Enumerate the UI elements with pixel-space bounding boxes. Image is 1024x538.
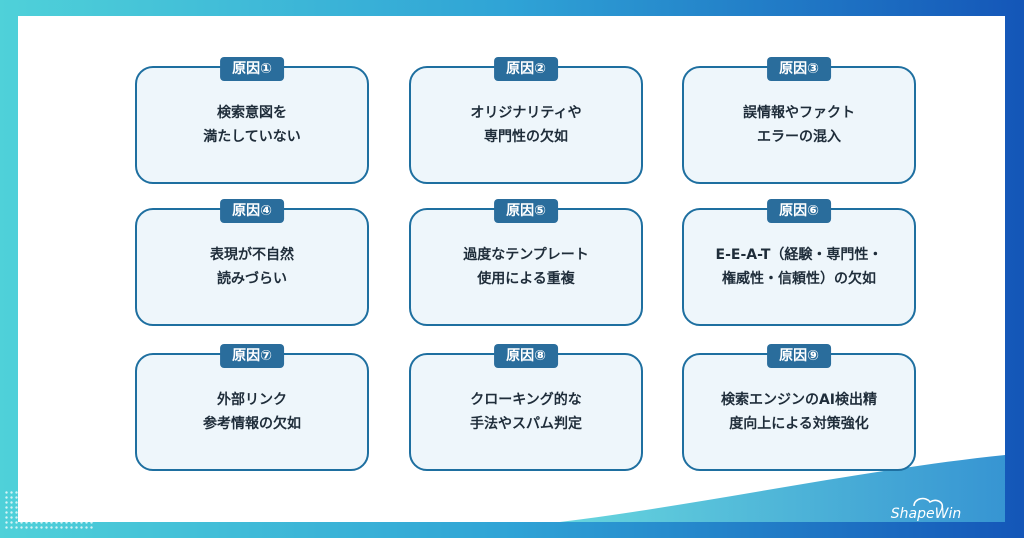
shapewin-logo: ShapeWin xyxy=(878,492,974,526)
cause-text-line: オリジナリティや xyxy=(470,105,582,121)
cause-text-line: 満たしていない xyxy=(203,129,301,145)
cause-text-line: 読みづらい xyxy=(217,271,287,287)
cause-tag: 原因⑧ xyxy=(494,344,558,368)
cause-text-line: 度向上による対策強化 xyxy=(729,416,869,432)
cause-tag: 原因③ xyxy=(767,57,831,81)
cause-card-9: 原因⑨ 検索エンジンのAI検出精 度向上による対策強化 xyxy=(682,344,916,471)
cause-text-line: 外部リンク xyxy=(217,392,287,408)
cause-card-5: 原因⑤ 過度なテンプレート 使用による重複 xyxy=(409,199,643,326)
cause-text-line: 検索意図を xyxy=(217,105,287,121)
cause-tag: 原因⑤ xyxy=(494,199,558,223)
cause-card-4: 原因④ 表現が不自然 読みづらい xyxy=(135,199,369,326)
cause-text-line: 参考情報の欠如 xyxy=(203,416,301,432)
cause-text-line: 検索エンジンのAI検出精 xyxy=(720,392,878,408)
cause-text-line: 使用による重複 xyxy=(477,271,575,287)
cause-text-line: 手法やスパム判定 xyxy=(470,416,582,432)
cause-card-2: 原因② オリジナリティや 専門性の欠如 xyxy=(409,57,643,184)
cause-card-7: 原因⑦ 外部リンク 参考情報の欠如 xyxy=(135,344,369,471)
cause-card-8: 原因⑧ クローキング的な 手法やスパム判定 xyxy=(409,344,643,471)
cloud-icon xyxy=(913,497,944,509)
cause-text-line: 専門性の欠如 xyxy=(484,129,568,145)
cause-text-line: エラーの混入 xyxy=(757,129,841,145)
cause-tag: 原因② xyxy=(494,57,558,81)
cause-text-line: 権威性・信頼性）の欠如 xyxy=(722,271,876,287)
cause-text-line: 表現が不自然 xyxy=(210,247,294,263)
cause-card-3: 原因③ 誤情報やファクト エラーの混入 xyxy=(682,57,916,184)
cause-tag: 原因⑨ xyxy=(767,344,831,368)
cause-tag: 原因① xyxy=(220,57,284,81)
cause-text-line: クローキング的な xyxy=(470,392,582,408)
cause-text-line: 誤情報やファクト xyxy=(743,105,855,121)
cause-card-6: 原因⑥ E-E-A-T（経験・専門性・ 権威性・信頼性）の欠如 xyxy=(682,199,916,326)
cause-tag: 原因⑥ xyxy=(767,199,831,223)
cause-text-line: E-E-A-T（経験・専門性・ xyxy=(715,247,883,263)
logo-text: ShapeWin xyxy=(890,506,962,522)
decorative-dots xyxy=(4,490,94,530)
cause-card-1: 原因① 検索意図を 満たしていない xyxy=(135,57,369,184)
cause-tag: 原因⑦ xyxy=(220,344,284,368)
cause-tag: 原因④ xyxy=(220,199,284,223)
cause-text-line: 過度なテンプレート xyxy=(463,247,589,263)
